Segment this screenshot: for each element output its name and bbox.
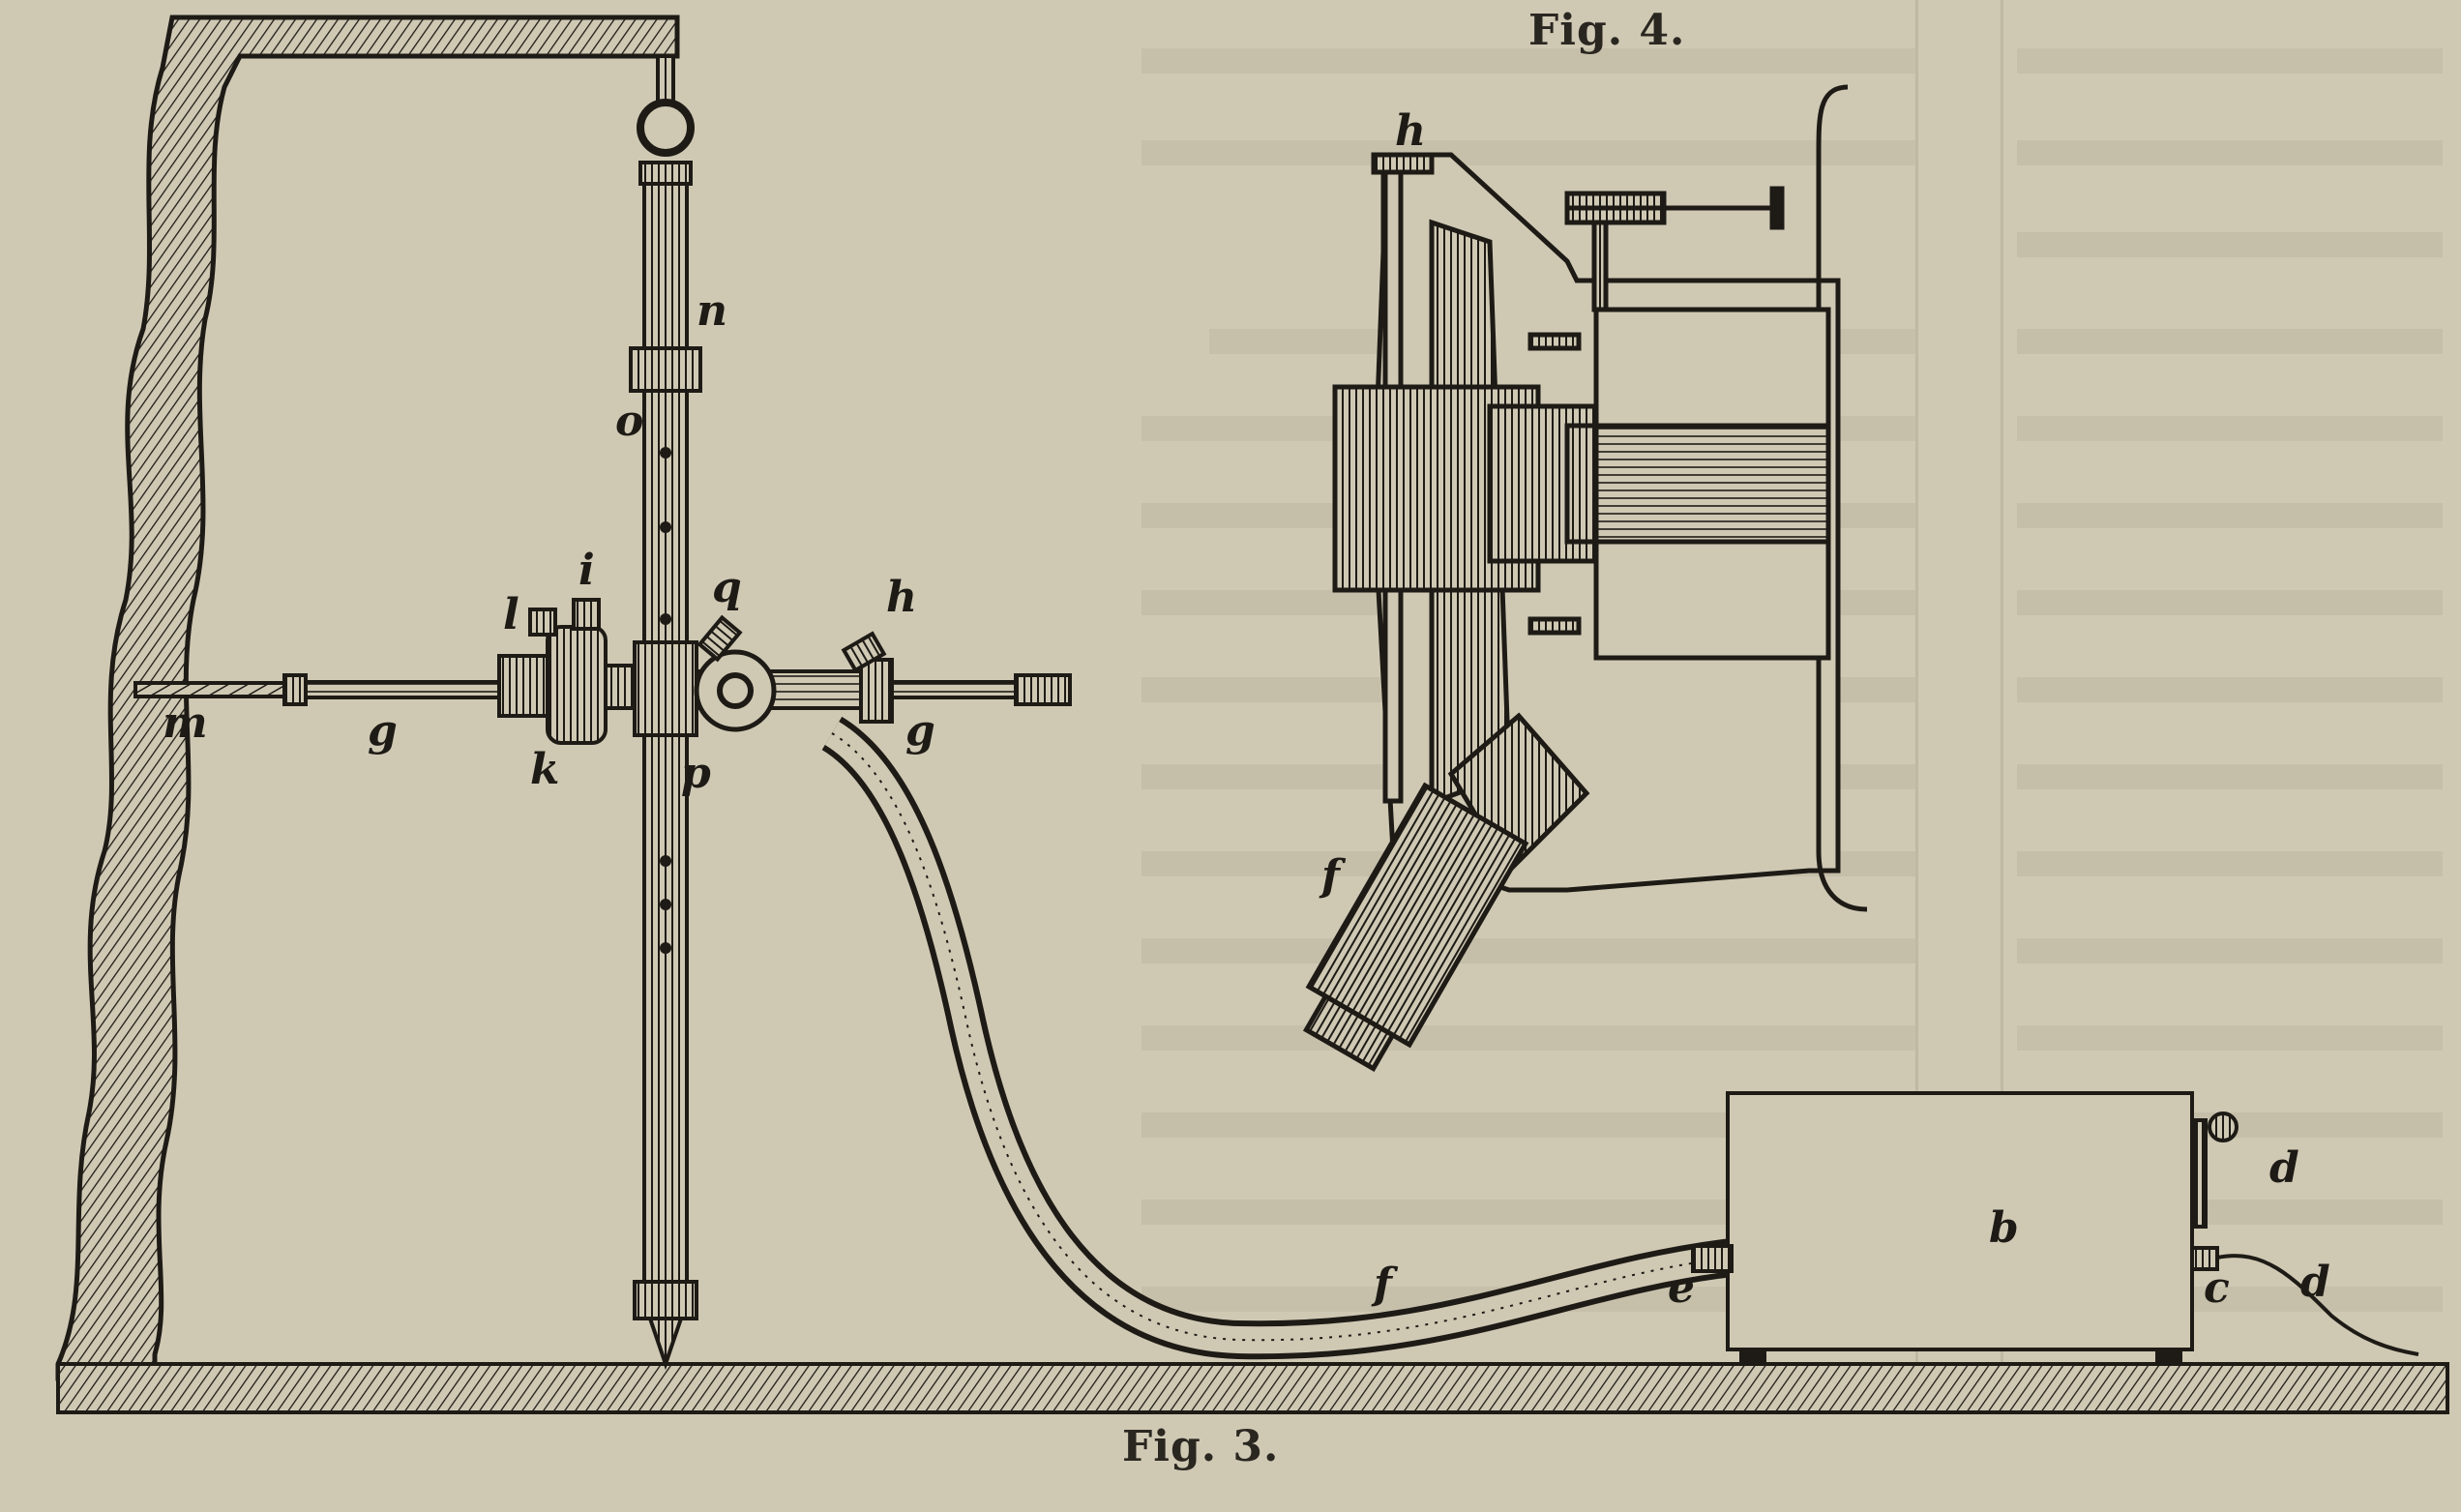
- fig3-labels: m g l i k q h g n o p f e b d c d: [163, 286, 2330, 1313]
- label-h-right: h: [886, 573, 917, 622]
- label-c: c: [2204, 1263, 2230, 1313]
- label-g-left: g: [368, 706, 398, 756]
- horizontal-arm: [133, 598, 1072, 745]
- label-q: q: [712, 563, 742, 612]
- label-g-right: g: [905, 706, 935, 756]
- label-m: m: [163, 698, 208, 748]
- label-k: k: [530, 745, 560, 794]
- label-n: n: [697, 286, 727, 336]
- hose: [821, 716, 1735, 1360]
- floor: [56, 1362, 2449, 1414]
- label-e: e: [1668, 1263, 1695, 1313]
- label-b: b: [1989, 1203, 2019, 1253]
- fig4-caption: Fig. 4.: [1528, 6, 1686, 55]
- label-o: o: [615, 397, 643, 446]
- label-i: i: [578, 546, 595, 595]
- label-d-wire: d: [2300, 1258, 2330, 1307]
- label-l: l: [503, 590, 519, 639]
- gear-mechanism: [1302, 84, 1868, 1072]
- label-d-top: d: [2269, 1143, 2299, 1193]
- label-p: p: [681, 749, 711, 798]
- label-fig4-h: h: [1395, 106, 1426, 156]
- fig3-caption: Fig. 3.: [1122, 1422, 1280, 1471]
- box: [1691, 1091, 2419, 1366]
